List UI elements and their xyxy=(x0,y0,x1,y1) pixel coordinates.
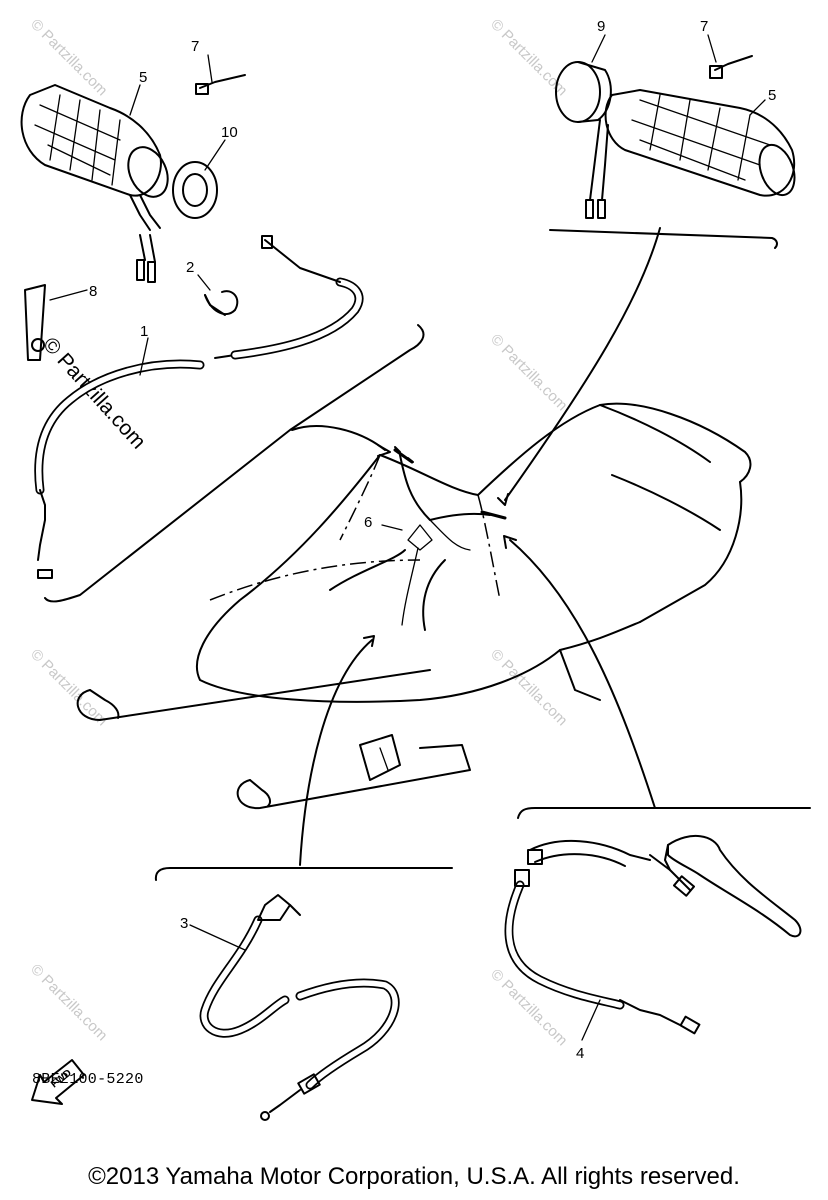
watermark-text: © Partzilla.com xyxy=(487,16,570,99)
callout-5-left: 5 xyxy=(139,69,147,86)
callout-6: 6 xyxy=(364,514,372,531)
callout-5-right: 5 xyxy=(768,87,776,104)
watermark-text: © Partzilla.com xyxy=(27,16,110,99)
watermark-text: © Partzilla.com xyxy=(27,646,110,729)
watermarks: © Partzilla.com © Partzilla.com © Partzi… xyxy=(27,16,570,1049)
callout-7-left: 7 xyxy=(191,38,199,55)
callout-8: 8 xyxy=(89,283,97,300)
watermark-text: © Partzilla.com xyxy=(27,961,110,1044)
inset-cable-3 xyxy=(154,867,453,1121)
callout-1: 1 xyxy=(140,323,148,340)
callout-labels: 1 2 3 4 5 5 6 7 7 8 9 10 xyxy=(89,18,776,1062)
pointer-arrows xyxy=(291,227,661,866)
inset-right-grip xyxy=(549,55,796,249)
inset-left-grip xyxy=(20,74,425,603)
watermark-text: © Partzilla.com xyxy=(487,646,570,729)
callout-9: 9 xyxy=(597,18,605,35)
handlebar-assembly xyxy=(393,446,507,626)
copyright-notice: ©2013 Yamaha Motor Corporation, U.S.A. A… xyxy=(88,1163,740,1190)
callout-2: 2 xyxy=(186,259,194,276)
callout-10: 10 xyxy=(221,124,238,141)
callout-7-right: 7 xyxy=(700,18,708,35)
leader-lines xyxy=(49,34,766,1041)
diagram-code: 8BE2100-5220 xyxy=(32,1071,144,1088)
inset-cable-4 xyxy=(504,807,811,1035)
snowmobile-outline xyxy=(76,402,752,810)
callout-3: 3 xyxy=(180,915,188,932)
watermark-text: © Partzilla.com xyxy=(487,331,570,414)
watermark-text-dark: © Partzilla.com xyxy=(38,333,150,454)
callout-4: 4 xyxy=(576,1045,584,1062)
